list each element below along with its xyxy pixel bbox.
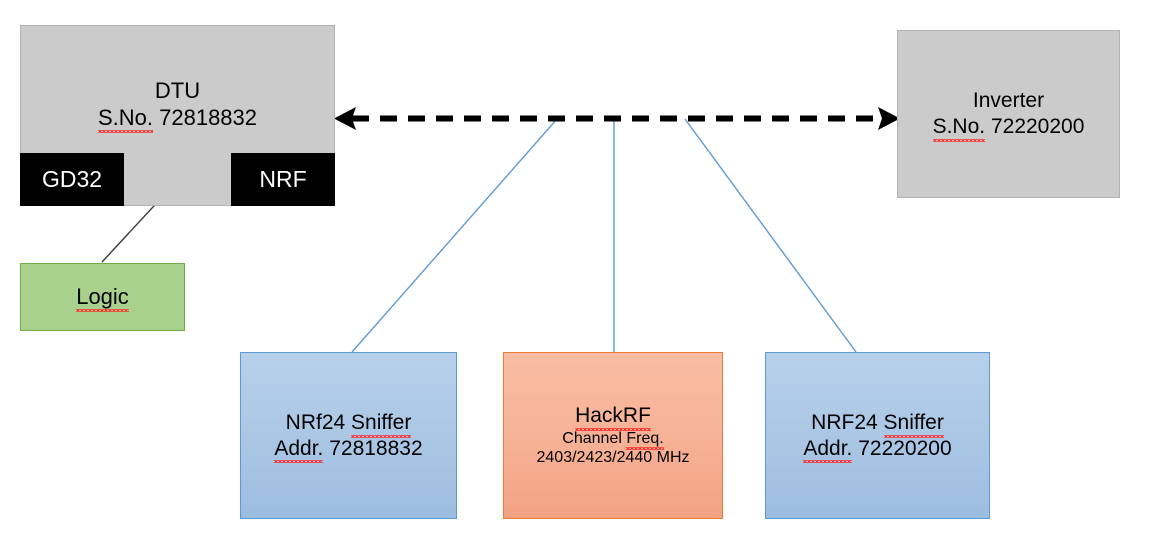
inverter-serial-value: 72220200 bbox=[990, 115, 1085, 138]
sniffer-right-line2: Addr. 72220200 bbox=[803, 436, 952, 463]
hackrf-channel-label: Channel bbox=[562, 429, 627, 447]
sniffer-right-addr-label: Addr. bbox=[803, 436, 853, 463]
sniffer-right-node[interactable]: NRF24 Sniffer Addr. 72220200 bbox=[765, 352, 990, 519]
sniffer-left-role: Sniffer bbox=[351, 410, 412, 438]
sniffer-right-line1: NRF24 Sniffer bbox=[811, 410, 945, 438]
hackrf-channel-line: Channel Freq. bbox=[562, 429, 665, 450]
sniffer-right-addr-value: 72220200 bbox=[852, 436, 952, 460]
dtu-label: DTU bbox=[154, 77, 201, 103]
sniffer-left-line2: Addr. 72818832 bbox=[274, 436, 423, 463]
nrf-label: NRF bbox=[259, 166, 307, 192]
sniffer-left-addr-value: 72818832 bbox=[323, 436, 423, 460]
nrf-node[interactable]: NRF bbox=[231, 153, 335, 206]
dtu-serial-label: S.No. bbox=[97, 104, 154, 134]
sniffer-left-addr-label: Addr. bbox=[274, 436, 324, 463]
dtu-serial-value: 72818832 bbox=[159, 104, 258, 130]
sniffer-right-role: Sniffer bbox=[883, 410, 945, 438]
sniffer-left-line1: NRf24 Sniffer bbox=[285, 410, 412, 438]
dtu-serial: S.No. 72818832 bbox=[97, 104, 258, 134]
logic-analyzer-node[interactable]: Logic bbox=[20, 263, 185, 331]
sniffer-right-device: NRF24 bbox=[811, 410, 884, 434]
hackrf-node[interactable]: HackRF Channel Freq. 2403/2423/2440 MHz bbox=[503, 352, 723, 519]
sniffer-left-node[interactable]: NRf24 Sniffer Addr. 72818832 bbox=[240, 352, 457, 519]
inverter-serial: S.No. 72220200 bbox=[932, 114, 1085, 142]
inverter-serial-label: S.No. bbox=[932, 115, 986, 142]
inverter-label: Inverter bbox=[972, 89, 1045, 113]
gd32-node[interactable]: GD32 bbox=[20, 153, 124, 206]
sniffer-left-device: NRf24 bbox=[285, 410, 352, 434]
gd32-label: GD32 bbox=[41, 166, 103, 192]
hackrf-freq-values: 2403/2423/2440 MHz bbox=[536, 449, 690, 467]
hackrf-title: HackRF bbox=[575, 404, 651, 431]
inverter-node[interactable]: Inverter S.No. 72220200 bbox=[897, 30, 1120, 198]
dtu-inverter-rf-link bbox=[334, 107, 900, 130]
sniffer-right-tap-line bbox=[684, 118, 857, 353]
hackrf-freq-label: Freq. bbox=[626, 429, 665, 450]
sniffer-left-tap-line bbox=[351, 118, 558, 353]
logic-label: Logic bbox=[76, 283, 129, 313]
